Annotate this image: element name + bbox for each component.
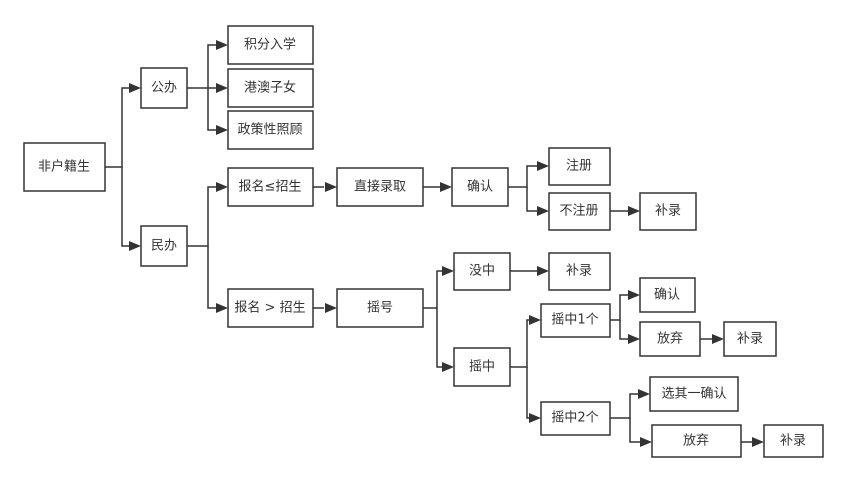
node-fangqi1: 放弃 [639, 321, 701, 357]
node-bulu3-label: 补录 [737, 332, 763, 347]
node-buzhuce: 不注册 [548, 192, 611, 231]
node-baoming-gt-label: 报名 > 招生 [234, 300, 305, 316]
node-queren1: 确认 [451, 167, 509, 207]
node-queren2-label: 确认 [654, 288, 680, 303]
arrowhead [638, 389, 650, 399]
arrowhead [628, 334, 640, 344]
node-yaozhong: 摇中 [453, 347, 511, 387]
arrowhead [712, 334, 724, 344]
edge-root-minban [121, 167, 132, 247]
edge-minban-baoming-gt [207, 246, 217, 309]
arrowhead [216, 182, 228, 192]
node-bulu1-label: 补录 [655, 204, 681, 219]
node-bulu4: 补录 [763, 424, 824, 458]
edge-queren-buzhuce [526, 187, 538, 212]
node-zhengce: 政策性照顾 [227, 110, 314, 150]
node-gongban-label: 公办 [151, 81, 177, 96]
node-root-label: 非户籍生 [38, 159, 90, 175]
edge-yaozhong1-fangqi [619, 320, 628, 340]
node-yaozhong-label: 摇中 [469, 360, 495, 375]
edge-yaozhong-yaozhong2 [526, 367, 532, 419]
arrowhead [752, 437, 764, 447]
arrowhead [325, 182, 337, 192]
node-jifen: 积分入学 [227, 25, 314, 65]
node-bulu3: 补录 [723, 321, 777, 357]
arrowhead [216, 303, 228, 313]
node-xuanqi: 选其一确认 [649, 376, 739, 412]
edge-yaozhong1-queren [610, 294, 628, 321]
node-minban-label: 民办 [151, 239, 177, 254]
node-baoming-le-label: 报名≤招生 [239, 179, 302, 195]
arrowhead [216, 40, 228, 50]
node-meizhong-label: 没中 [469, 264, 495, 279]
node-queren2: 确认 [639, 277, 696, 313]
node-bulu1: 补录 [639, 192, 697, 231]
arrowhead [537, 266, 549, 276]
node-buzhuce-label: 不注册 [559, 204, 598, 219]
node-zhengce-label: 政策性照顾 [237, 122, 302, 138]
arrowhead [440, 182, 452, 192]
node-zhijie-label: 直接录取 [354, 179, 406, 195]
arrowhead [129, 83, 141, 93]
node-zhuce-label: 注册 [566, 159, 592, 174]
arrowhead [529, 413, 541, 423]
edge-queren-zhuce [508, 165, 538, 188]
arrowhead [442, 362, 454, 372]
node-fangqi1-label: 放弃 [657, 332, 683, 347]
arrowhead [216, 83, 228, 93]
node-yaozhong2: 摇中2个 [540, 401, 611, 436]
node-bulu2: 补录 [548, 252, 611, 291]
node-zhuce: 注册 [548, 147, 611, 186]
node-queren1-label: 确认 [467, 180, 493, 195]
node-yaozhong2-label: 摇中2个 [551, 411, 598, 426]
node-fangqi2-label: 放弃 [683, 434, 709, 449]
node-yaohao-label: 摇号 [367, 301, 393, 316]
node-root: 非户籍生 [23, 142, 106, 192]
arrowhead [216, 125, 228, 135]
node-xuanqi-label: 选其一确认 [661, 387, 726, 402]
node-baoming-gt: 报名 > 招生 [227, 288, 314, 328]
node-bulu2-label: 补录 [566, 264, 592, 279]
edge-gongban-jifen [187, 44, 217, 89]
node-bulu4-label: 补录 [780, 434, 806, 449]
arrowhead [628, 206, 640, 216]
edge-yaozhong2-xuanqi [610, 393, 638, 419]
edges [105, 40, 764, 447]
arrowhead [628, 290, 640, 300]
node-jifen-label: 积分入学 [244, 37, 296, 53]
edge-yaohao-meizhong [423, 270, 443, 309]
node-baoming-le: 报名≤招生 [227, 167, 314, 207]
edge-yaohao-yaozhong [436, 308, 443, 368]
edge-minban-baoming-le [187, 186, 217, 247]
node-meizhong: 没中 [453, 252, 511, 291]
node-gangao: 港澳子女 [227, 68, 314, 108]
node-gangao-label: 港澳子女 [244, 80, 296, 96]
node-fangqi2: 放弃 [651, 424, 742, 458]
arrowhead [325, 303, 337, 313]
edge-root-gongban [105, 87, 132, 168]
arrowhead [640, 437, 652, 447]
node-minban: 民办 [140, 225, 188, 267]
arrowhead [442, 266, 454, 276]
arrowhead [129, 241, 141, 251]
node-yaozhong1: 摇中1个 [540, 303, 611, 338]
edge-gongban-zhengce [207, 88, 217, 131]
node-yaozhong1-label: 摇中1个 [551, 313, 598, 328]
nodes: 非户籍生 公办 积分入学 港澳子女 政策性照顾 民办 报名≤招生 直接录取 [23, 25, 824, 458]
arrowhead [529, 315, 541, 325]
edge-yaozhong-yaozhong1 [510, 319, 532, 368]
node-yaohao: 摇号 [336, 288, 424, 328]
arrowhead [537, 206, 549, 216]
edge-yaozhong2-fangqi [629, 418, 642, 443]
node-zhijie: 直接录取 [336, 167, 424, 207]
node-gongban: 公办 [140, 67, 188, 109]
arrowhead [537, 161, 549, 171]
